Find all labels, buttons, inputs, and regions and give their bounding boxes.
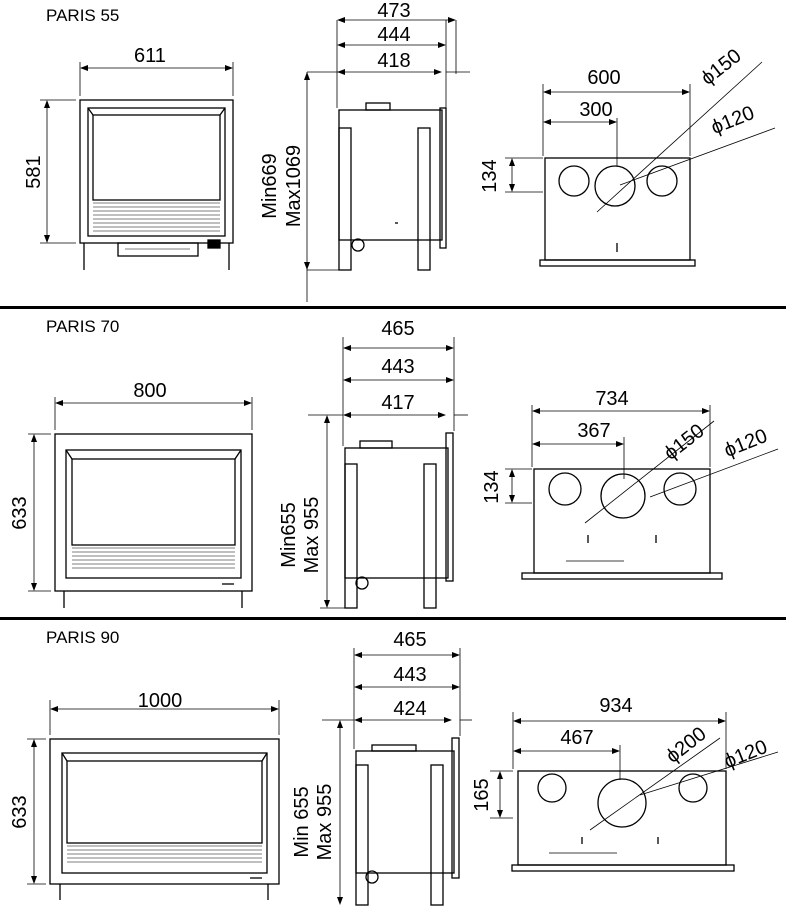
front-width-label: 1000 — [138, 690, 183, 712]
top-half-width-label: 300 — [579, 99, 612, 121]
top-depth-label: 134 — [479, 159, 501, 192]
section-divider — [0, 617, 786, 620]
side-height-min-label: Min655 — [278, 502, 300, 568]
top-width-label: 734 — [595, 388, 628, 410]
front-view — [40, 62, 234, 270]
top-half-width-label: 467 — [560, 727, 593, 749]
drawings: 1000 633 465 443 424 Min 655 Max 955 934… — [9, 629, 779, 906]
front-height-label: 633 — [9, 496, 31, 529]
side-view — [308, 337, 468, 609]
section-paris-70: PARIS 70 — [0, 309, 786, 617]
front-view — [28, 397, 253, 608]
top-depth-label: 165 — [471, 778, 493, 811]
drawings: 800 633 465 443 417 Min655 Max 955 734 3… — [9, 318, 779, 609]
side-view — [304, 17, 470, 302]
top-width-label: 934 — [599, 695, 632, 717]
front-width-label: 800 — [133, 380, 166, 402]
section-divider — [0, 306, 786, 309]
side-depth-2-label: 444 — [377, 24, 410, 46]
top-view — [505, 405, 779, 580]
top-view — [505, 61, 776, 267]
model-title: PARIS 70 — [46, 317, 120, 336]
flue-diameter-center-label: ϕ150 — [697, 45, 746, 90]
model-title: PARIS 90 — [46, 628, 120, 647]
top-half-width-label: 367 — [577, 420, 610, 442]
side-depth-2-label: 443 — [393, 664, 426, 686]
side-view — [322, 648, 472, 906]
flue-diameter-side-label: ϕ120 — [708, 102, 758, 139]
flue-diameter-center-label: ϕ150 — [660, 420, 709, 465]
flue-diameter-side-label: ϕ120 — [721, 736, 771, 773]
flue-diameter-side-label: ϕ120 — [721, 425, 771, 462]
section-paris-55: PARIS 55 — [0, 0, 786, 306]
flue-diameter-center-label: ϕ200 — [662, 723, 711, 768]
side-depth-1-label: 465 — [381, 318, 414, 340]
side-height-min-label: Min 655 — [291, 786, 313, 857]
top-view — [490, 712, 779, 872]
side-depth-3-label: 417 — [381, 392, 414, 414]
front-height-label: 581 — [23, 155, 45, 188]
side-depth-3-label: 418 — [377, 50, 410, 72]
front-width-label: 611 — [134, 45, 166, 67]
front-view — [27, 700, 280, 900]
side-depth-2-label: 443 — [381, 356, 414, 378]
side-height-max-label: Max 955 — [301, 497, 323, 574]
side-depth-1-label: 465 — [393, 629, 426, 651]
side-height-max-label: Max 955 — [314, 784, 336, 861]
section-paris-90: PARIS 90 — [0, 620, 786, 906]
side-height-max-label: Max1069 — [283, 145, 305, 227]
model-title: PARIS 55 — [46, 6, 120, 25]
side-depth-3-label: 424 — [393, 698, 426, 720]
top-width-label: 600 — [587, 67, 620, 89]
top-depth-label: 134 — [481, 470, 503, 503]
front-height-label: 633 — [9, 795, 31, 828]
side-depth-1-label: 473 — [377, 0, 410, 22]
side-height-min-label: Min669 — [259, 153, 281, 219]
drawings: 611 581 473 444 418 Min669 Max1069 600 3… — [23, 0, 776, 302]
